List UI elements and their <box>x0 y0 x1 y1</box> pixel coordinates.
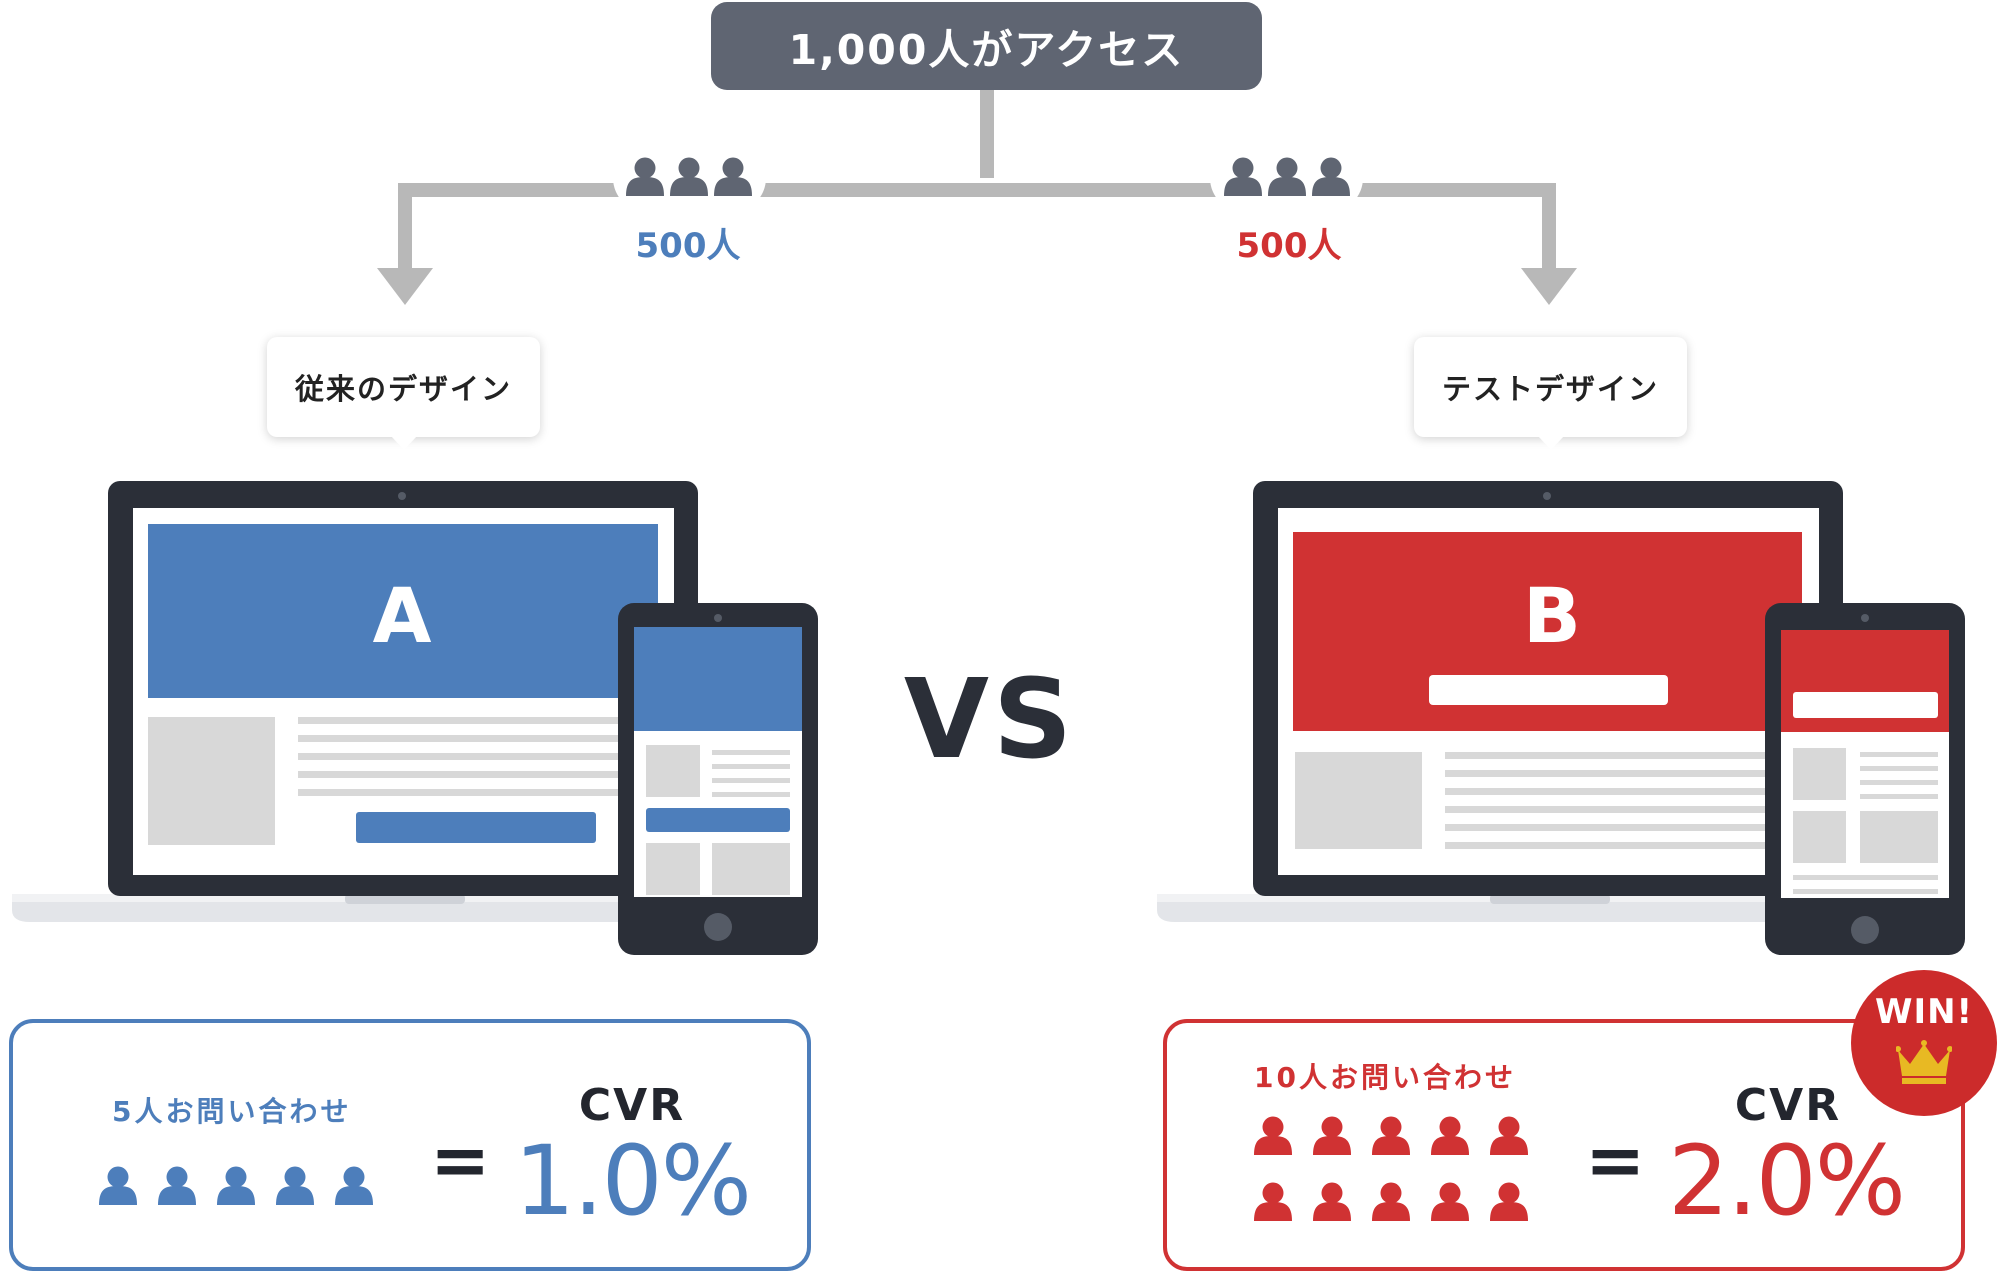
total-access-label: 1,000人がアクセス <box>711 2 1262 90</box>
result-box-a-border <box>9 1019 811 1271</box>
people-group-left <box>613 140 766 212</box>
person-icon <box>1254 1116 1292 1155</box>
person-icon <box>1431 1182 1469 1221</box>
hero-banner-a <box>148 524 658 698</box>
result-a-equals: = <box>430 1118 491 1202</box>
person-icon <box>335 1166 373 1205</box>
variant-letter-b: B <box>1523 571 1581 660</box>
person-icon <box>1490 1182 1528 1221</box>
caption-bubble-b: テストデザイン <box>1414 337 1687 450</box>
variant-letter-a: A <box>372 571 432 660</box>
person-icon <box>276 1166 314 1205</box>
arrow-head-right <box>1521 268 1577 305</box>
person-icon <box>1313 1116 1351 1155</box>
person-icon <box>1372 1116 1410 1155</box>
vs-label: VS <box>903 655 1077 783</box>
person-icon <box>1254 1182 1292 1221</box>
arrow-head-left <box>377 268 433 305</box>
result-b-cvr-value: 2.0% <box>1668 1125 1906 1237</box>
result-b-inquiries: 10人お問い合わせ <box>1254 1061 1516 1094</box>
person-icon <box>99 1166 137 1205</box>
win-label: WIN! <box>1874 992 1974 1032</box>
person-icon <box>1431 1116 1469 1155</box>
cta-button-b <box>1429 675 1668 705</box>
people-group-right <box>1210 140 1363 212</box>
split-count-right: 500人 <box>1236 226 1342 266</box>
win-badge: WIN! <box>1851 970 1997 1116</box>
result-b-cvr-label: CVR <box>1734 1080 1842 1131</box>
result-a-cvr-value: 1.0% <box>514 1125 752 1237</box>
result-a-inquiries: 5人お問い合わせ <box>112 1095 352 1128</box>
laptop-b <box>1157 481 1843 922</box>
caption-bubble-a: 従来のデザイン <box>267 337 540 450</box>
person-icon <box>158 1166 196 1205</box>
crown-icon <box>1896 1040 1952 1084</box>
split-count-left: 500人 <box>635 226 741 266</box>
person-icon <box>1372 1182 1410 1221</box>
flow-arrows <box>398 88 1556 268</box>
cta-button-a <box>356 812 596 843</box>
result-a-cvr-label: CVR <box>578 1080 686 1131</box>
result-b-people <box>1254 1116 1528 1221</box>
phone-a <box>618 603 818 955</box>
person-icon <box>1490 1116 1528 1155</box>
person-icon <box>1313 1182 1351 1221</box>
result-a-people <box>99 1166 373 1205</box>
person-icon <box>217 1166 255 1205</box>
laptop-a <box>12 481 698 922</box>
result-b-equals: = <box>1585 1118 1646 1202</box>
phone-b <box>1765 603 1965 955</box>
result-box-b-border <box>1163 1019 1965 1271</box>
